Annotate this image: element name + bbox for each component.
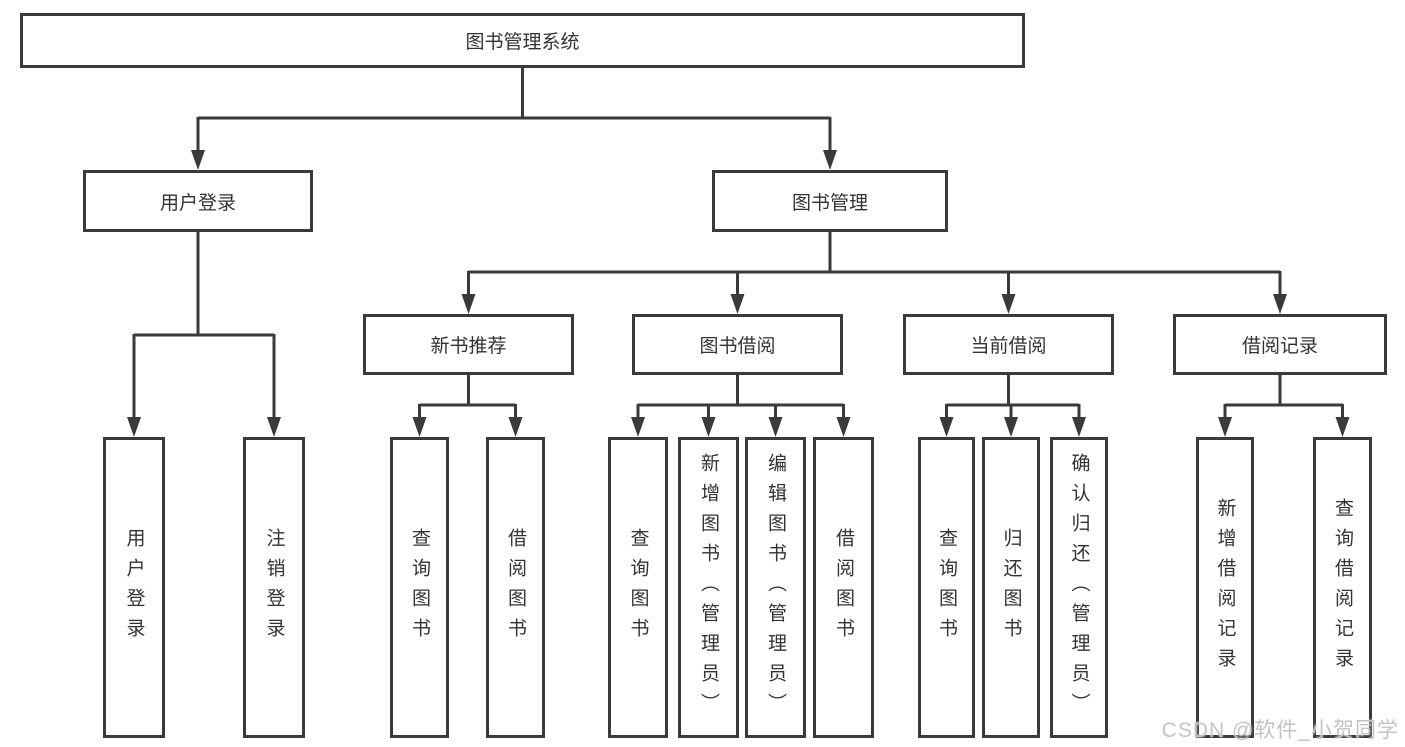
- node-label: 新增借阅记录: [1214, 497, 1236, 678]
- connector-elbow: [134, 232, 274, 337]
- connector-elbow: [198, 68, 830, 120]
- node-bb-edit: 编辑图书（管理员）: [745, 437, 806, 738]
- node-bb-query: 查询图书: [608, 437, 668, 738]
- node-label: 确认归还（管理员）: [1068, 452, 1090, 723]
- connector-elbow: [468, 232, 1280, 274]
- node-br-add: 新增借阅记录: [1196, 437, 1254, 738]
- watermark: CSDN @软件_小贺同学: [1161, 719, 1399, 742]
- arrowhead-down-icon: [836, 417, 851, 437]
- node-book-mgmt: 图书管理: [712, 170, 948, 232]
- node-book-borrow: 图书借阅: [632, 314, 843, 375]
- node-label: 注销登录: [263, 527, 285, 648]
- node-label: 借阅图书: [505, 527, 526, 648]
- node-label: 查询图书: [627, 527, 649, 648]
- node-label: 新书推荐: [430, 336, 507, 357]
- node-label: 编辑图书（管理员）: [765, 452, 786, 723]
- node-cb-confirm: 确认归还（管理员）: [1050, 437, 1108, 738]
- arrowhead-down-icon: [1273, 294, 1287, 314]
- node-label: 图书管理: [791, 192, 868, 214]
- arrowhead-down-icon: [631, 417, 645, 437]
- node-label: 查询图书: [936, 527, 957, 648]
- arrowhead-down-icon: [1218, 417, 1232, 437]
- node-new-book-rec: 新书推荐: [363, 314, 574, 375]
- arrowhead-down-icon: [412, 417, 427, 437]
- node-label: 查询借阅记录: [1332, 497, 1353, 678]
- node-label: 图书管理系统: [465, 32, 580, 53]
- node-ul-logout: 注销登录: [243, 437, 305, 738]
- node-cb-return: 归还图书: [982, 437, 1040, 738]
- node-root: 图书管理系统: [20, 13, 1025, 68]
- arrowhead-down-icon: [191, 150, 205, 170]
- node-bb-add: 新增图书（管理员）: [678, 437, 739, 738]
- arrowhead-down-icon: [508, 417, 523, 437]
- arrowhead-down-icon: [1004, 417, 1018, 437]
- arrowhead-down-icon: [127, 417, 141, 437]
- node-label: 查询图书: [409, 527, 430, 648]
- node-label: 图书借阅: [699, 336, 776, 357]
- node-label: 当前借阅: [970, 336, 1047, 357]
- node-br-query: 查询借阅记录: [1313, 437, 1372, 738]
- node-user-login: 用户登录: [83, 170, 313, 232]
- arrowhead-down-icon: [1001, 294, 1016, 314]
- node-label: 用户登录: [159, 192, 236, 214]
- node-label: 借阅记录: [1241, 336, 1318, 357]
- node-label: 借阅图书: [833, 527, 854, 648]
- connector-elbow: [946, 375, 1079, 407]
- node-label: 新增图书（管理员）: [698, 452, 719, 723]
- connector-elbow: [419, 375, 516, 407]
- arrowhead-down-icon: [823, 150, 837, 170]
- node-borrow-records: 借阅记录: [1173, 314, 1387, 375]
- arrowhead-down-icon: [1072, 417, 1086, 437]
- node-nbr-borrow: 借阅图书: [486, 437, 545, 738]
- node-bb-borrow: 借阅图书: [813, 437, 874, 738]
- node-label: 用户登录: [123, 527, 145, 648]
- node-ul-user-login: 用户登录: [103, 437, 165, 738]
- arrowhead-down-icon: [461, 294, 476, 314]
- node-cb-query: 查询图书: [918, 437, 975, 738]
- connector-elbow: [638, 375, 844, 407]
- arrowhead-down-icon: [730, 294, 745, 314]
- arrowhead-down-icon: [939, 417, 954, 437]
- connector-elbow: [1225, 375, 1343, 407]
- arrowhead-down-icon: [267, 417, 281, 437]
- node-label: 归还图书: [1000, 527, 1022, 648]
- arrowhead-down-icon: [1335, 417, 1350, 437]
- arrowhead-down-icon: [701, 417, 716, 437]
- arrowhead-down-icon: [768, 417, 783, 437]
- node-current-borrow: 当前借阅: [903, 314, 1114, 375]
- node-nbr-query: 查询图书: [390, 437, 449, 738]
